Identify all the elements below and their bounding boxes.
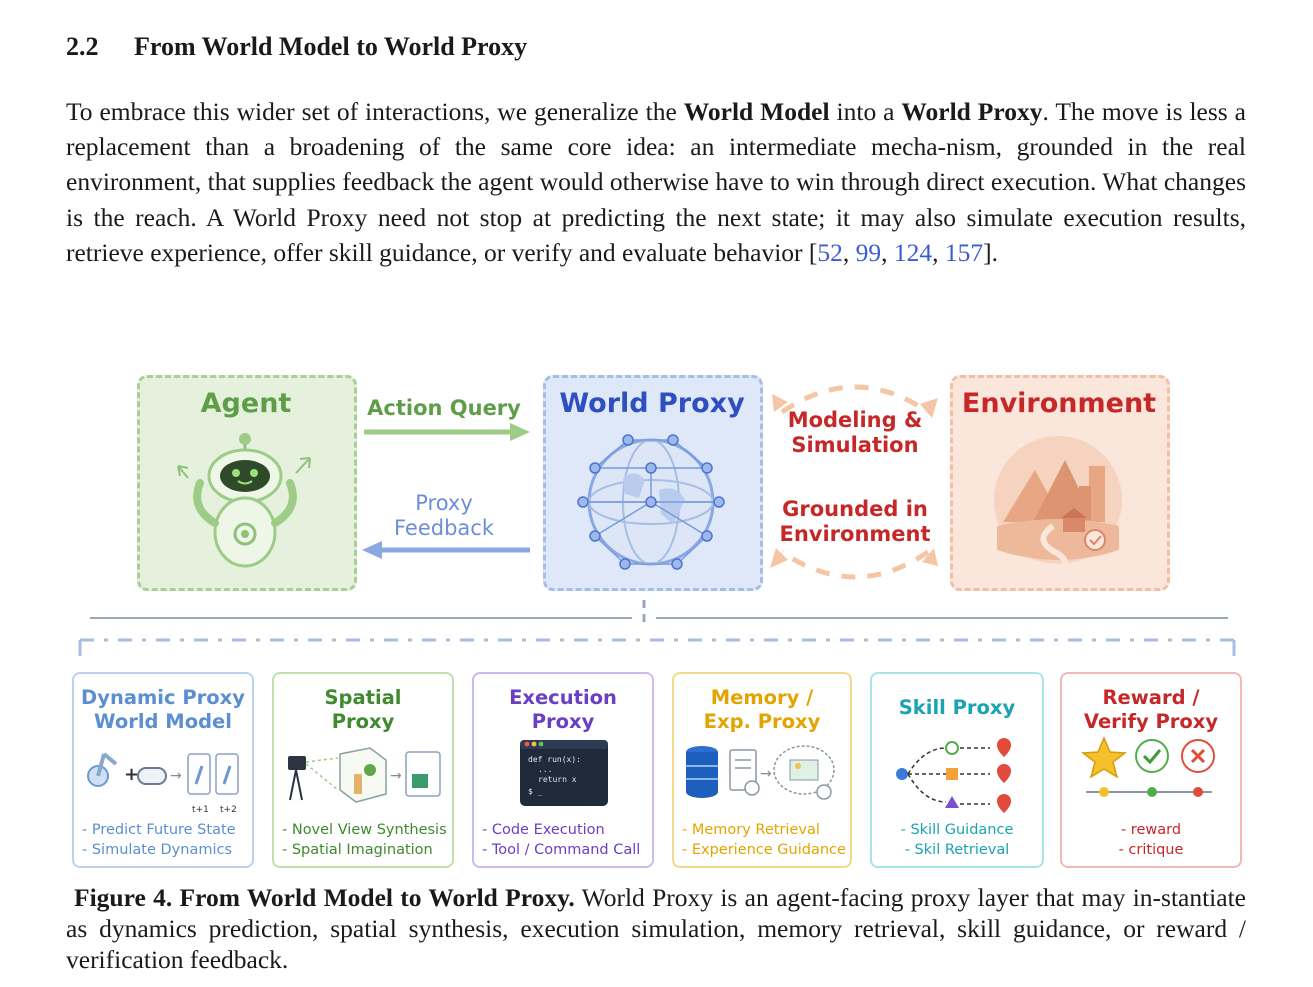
code-line: ... (538, 765, 552, 774)
grounded-label-2: Environment (779, 522, 931, 546)
modeling-cycle-arrows (770, 384, 938, 580)
card-item: - Skill Guidance (900, 822, 1014, 838)
card-item: - Code Execution (482, 822, 605, 838)
agent-title: Agent (200, 388, 292, 419)
para-text: . The move is less a replacement than a … (66, 97, 1246, 267)
card-title-line1: Skill Proxy (898, 696, 1016, 719)
reward-verify-icon (1080, 736, 1215, 797)
card-title-line2: Proxy (531, 710, 595, 733)
card-title-line1: Execution (509, 686, 617, 709)
card-item: - Memory Retrieval (682, 822, 820, 838)
card-reward-proxy: Reward / Verify Proxy - reward - critiqu… (1060, 672, 1242, 868)
para-text: into a (829, 97, 902, 126)
card-items: - Skill Guidance - Skil Retrieval (872, 820, 1042, 860)
card-title-line1: Memory / (710, 686, 814, 709)
skill-tree-icon (896, 738, 1011, 813)
citation-link[interactable]: 124 (893, 237, 933, 267)
code-line: $ _ (528, 787, 543, 796)
card-item: - Tool / Command Call (482, 842, 641, 858)
card-item: - critique (1118, 842, 1184, 858)
para-bold-world-proxy: World Proxy (901, 97, 1043, 126)
robot-arm-icon: + → t+1 t+2 (87, 752, 239, 814)
card-item: - reward (1120, 822, 1182, 838)
proxy-feedback-label-1: Proxy (415, 491, 473, 515)
card-title-line1: Reward / (1102, 686, 1200, 709)
card-items: - Predict Future State - Simulate Dynami… (82, 820, 248, 860)
card-item: - Predict Future State (82, 822, 236, 838)
connector-lines (78, 600, 1236, 656)
camera-cube-icon: → (288, 747, 441, 803)
code-line: def run(x): (528, 755, 581, 764)
card-skill-proxy: Skill Proxy - Skill Guidance - Skil Retr… (870, 672, 1044, 868)
robot-icon (177, 433, 311, 568)
card-item: - Novel View Synthesis (282, 822, 447, 838)
card-title-line2: Exp. Proxy (703, 710, 821, 733)
section-number: 2.2 (66, 32, 99, 61)
modeling-label-2: Simulation (791, 433, 919, 457)
card-item: - Experience Guidance (682, 842, 846, 858)
caption-lead: From World Model to World Proxy. (179, 883, 575, 912)
database-icon: → (686, 745, 835, 800)
modeling-label-1: Modeling & (787, 408, 923, 432)
caption-label: Figure 4. (74, 883, 173, 912)
citation-link[interactable]: 52 (817, 237, 843, 267)
section-title: From World Model to World Proxy (134, 32, 528, 61)
environment-title: Environment (961, 388, 1157, 419)
para-text: ]. (983, 237, 999, 267)
citation-link[interactable]: 99 (855, 237, 882, 267)
card-execution-proxy: Execution Proxy def run(x): ... return x… (472, 672, 654, 868)
card-memory-proxy: Memory / Exp. Proxy → - Memory Retrieval… (672, 672, 852, 868)
action-query-label: Action Query (367, 396, 521, 420)
para-text: To embrace this wider set of interaction… (66, 97, 684, 126)
card-item: - Spatial Imagination (282, 842, 433, 858)
time-label-t1: t+1 (192, 805, 209, 814)
section-heading: 2.2 From World Model to World Proxy (66, 32, 527, 62)
card-title-line2: Verify Proxy (1083, 710, 1219, 733)
proxy-feedback-arrow (362, 541, 530, 559)
figure-4: Agent Action Query Proxy Feedback World … (0, 360, 1313, 880)
card-items: - Memory Retrieval - Experience Guidance (682, 820, 846, 860)
card-items: - Code Execution - Tool / Command Call (482, 820, 648, 860)
svg-text:→: → (760, 766, 772, 782)
proxy-feedback-label-2: Feedback (393, 516, 494, 540)
citation-link[interactable]: 157 (944, 237, 984, 267)
figure-caption: Figure 4. From World Model to World Prox… (66, 882, 1246, 975)
card-title-line1: Spatial (324, 686, 402, 709)
body-paragraph: To embrace this wider set of interaction… (66, 97, 1246, 267)
globe-network-icon (577, 434, 725, 570)
card-items: - reward - critique (1062, 820, 1240, 860)
svg-text:+: + (124, 764, 139, 785)
card-dynamic-proxy: Dynamic Proxy World Model + → t+1 t+2 - … (72, 672, 254, 868)
para-bold-world-model: World Model (683, 97, 830, 126)
card-title-line2: World Model (94, 710, 232, 733)
world-proxy-title: World Proxy (559, 388, 745, 419)
svg-text:→: → (170, 768, 182, 784)
svg-text:→: → (390, 768, 402, 784)
card-item: - Skil Retrieval (904, 842, 1010, 858)
card-spatial-proxy: Spatial Proxy → - Novel View Synthesis -… (272, 672, 454, 868)
landscape-icon (994, 436, 1122, 570)
time-label-t2: t+2 (220, 805, 237, 814)
action-query-arrow (364, 423, 530, 441)
grounded-label-1: Grounded in (782, 497, 928, 521)
card-title-line1: Dynamic Proxy (81, 686, 245, 709)
card-items: - Novel View Synthesis - Spatial Imagina… (282, 820, 448, 860)
card-title-line2: Proxy (331, 710, 395, 733)
code-line: return x (538, 775, 577, 784)
terminal-icon: def run(x): ... return x $ _ (520, 740, 608, 806)
caption-text: World Proxy is an agent-facing proxy lay… (66, 883, 1246, 974)
card-item: - Simulate Dynamics (82, 842, 233, 858)
